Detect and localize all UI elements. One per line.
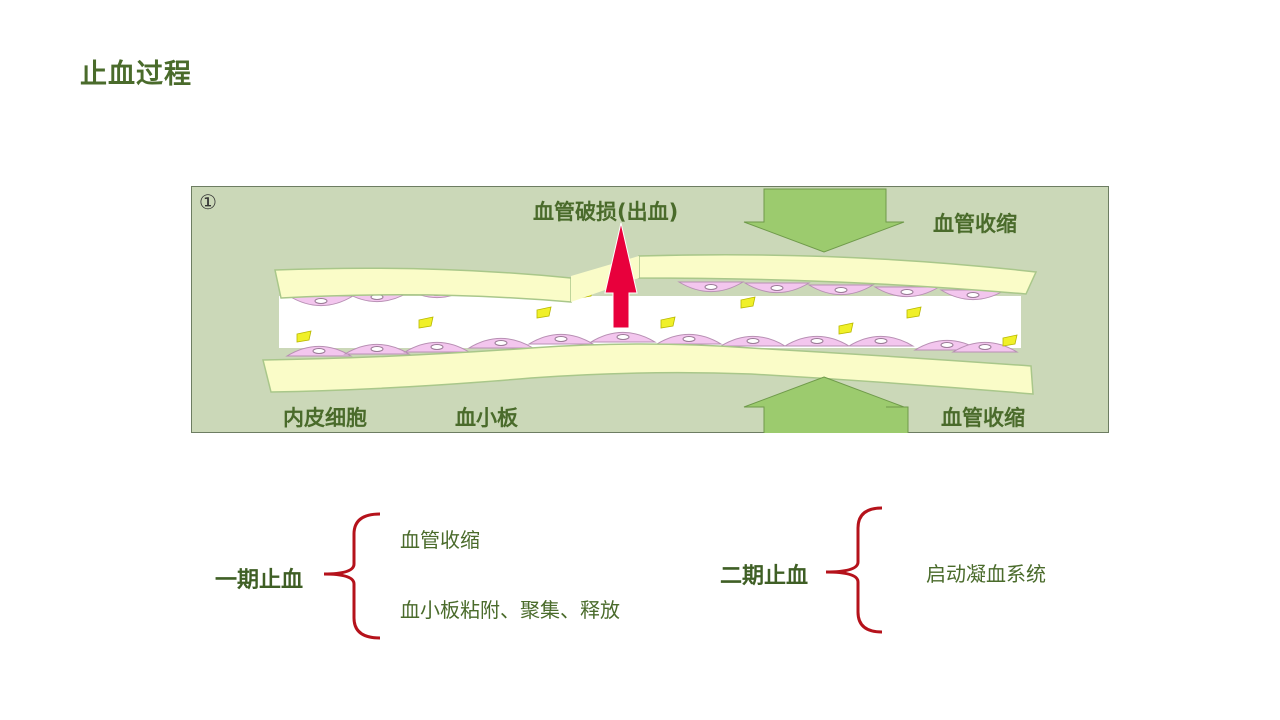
cell-nucleus (682, 336, 696, 342)
platelet-icon (740, 296, 756, 309)
platelet-icon (418, 316, 434, 329)
label-vasoconstriction-top: 血管收缩 (933, 212, 1017, 236)
cell-nucleus (834, 287, 848, 293)
page-title: 止血过程 (80, 59, 192, 90)
vessel-lumen (279, 296, 1021, 348)
cell-nucleus (966, 292, 980, 298)
primary-item-vasoconstriction: 血管收缩 (400, 528, 480, 552)
label-endothelial-cell: 内皮细胞 (283, 406, 367, 430)
bleeding-arrow-up-icon (604, 222, 638, 329)
vessel-wall-bottom (262, 343, 1034, 395)
label-vessel-damage: 血管破损(出血) (533, 200, 679, 224)
cell-nucleus (874, 338, 888, 344)
cell-nucleus (770, 285, 784, 291)
cell-nucleus (430, 344, 444, 350)
cell-nucleus (616, 334, 630, 340)
secondary-hemostasis-label: 二期止血 (720, 564, 809, 589)
constriction-arrow-up-icon (743, 376, 909, 433)
cell-nucleus (978, 344, 992, 350)
secondary-brace-icon (825, 506, 883, 634)
cell-nucleus (746, 338, 760, 344)
cell-nucleus (314, 298, 328, 304)
cell-nucleus (810, 338, 824, 344)
step-marker: ① (199, 190, 217, 214)
constriction-arrow-down-icon (743, 188, 905, 253)
cell-nucleus (554, 336, 568, 342)
cell-nucleus (940, 342, 954, 348)
platelets (296, 286, 1018, 347)
platelet-icon (660, 316, 676, 329)
platelet-icon (906, 306, 922, 319)
cell-nucleus (312, 348, 326, 354)
cell-nucleus (900, 289, 914, 295)
cell-nucleus (370, 346, 384, 352)
label-vasoconstriction-bottom: 血管收缩 (941, 406, 1025, 430)
platelet-icon (296, 330, 312, 343)
endothelial-cells-bottom (285, 332, 1019, 357)
hemostasis-diagram: ① 血管破损(出血) 血管收缩 血管收缩 内皮细胞 血小板 (191, 186, 1109, 433)
cell-nucleus (704, 284, 718, 290)
platelet-icon (1002, 334, 1018, 347)
secondary-item-coagulation: 启动凝血系统 (926, 562, 1046, 586)
primary-hemostasis-label: 一期止血 (215, 568, 304, 593)
vessel-wall-top-right (638, 253, 1038, 295)
cell-nucleus (494, 340, 508, 346)
label-platelet: 血小板 (455, 406, 518, 430)
platelet-icon (838, 322, 854, 335)
platelet-icon (536, 306, 552, 319)
primary-item-platelet-actions: 血小板粘附、聚集、释放 (400, 598, 620, 622)
primary-brace-icon (323, 512, 381, 640)
